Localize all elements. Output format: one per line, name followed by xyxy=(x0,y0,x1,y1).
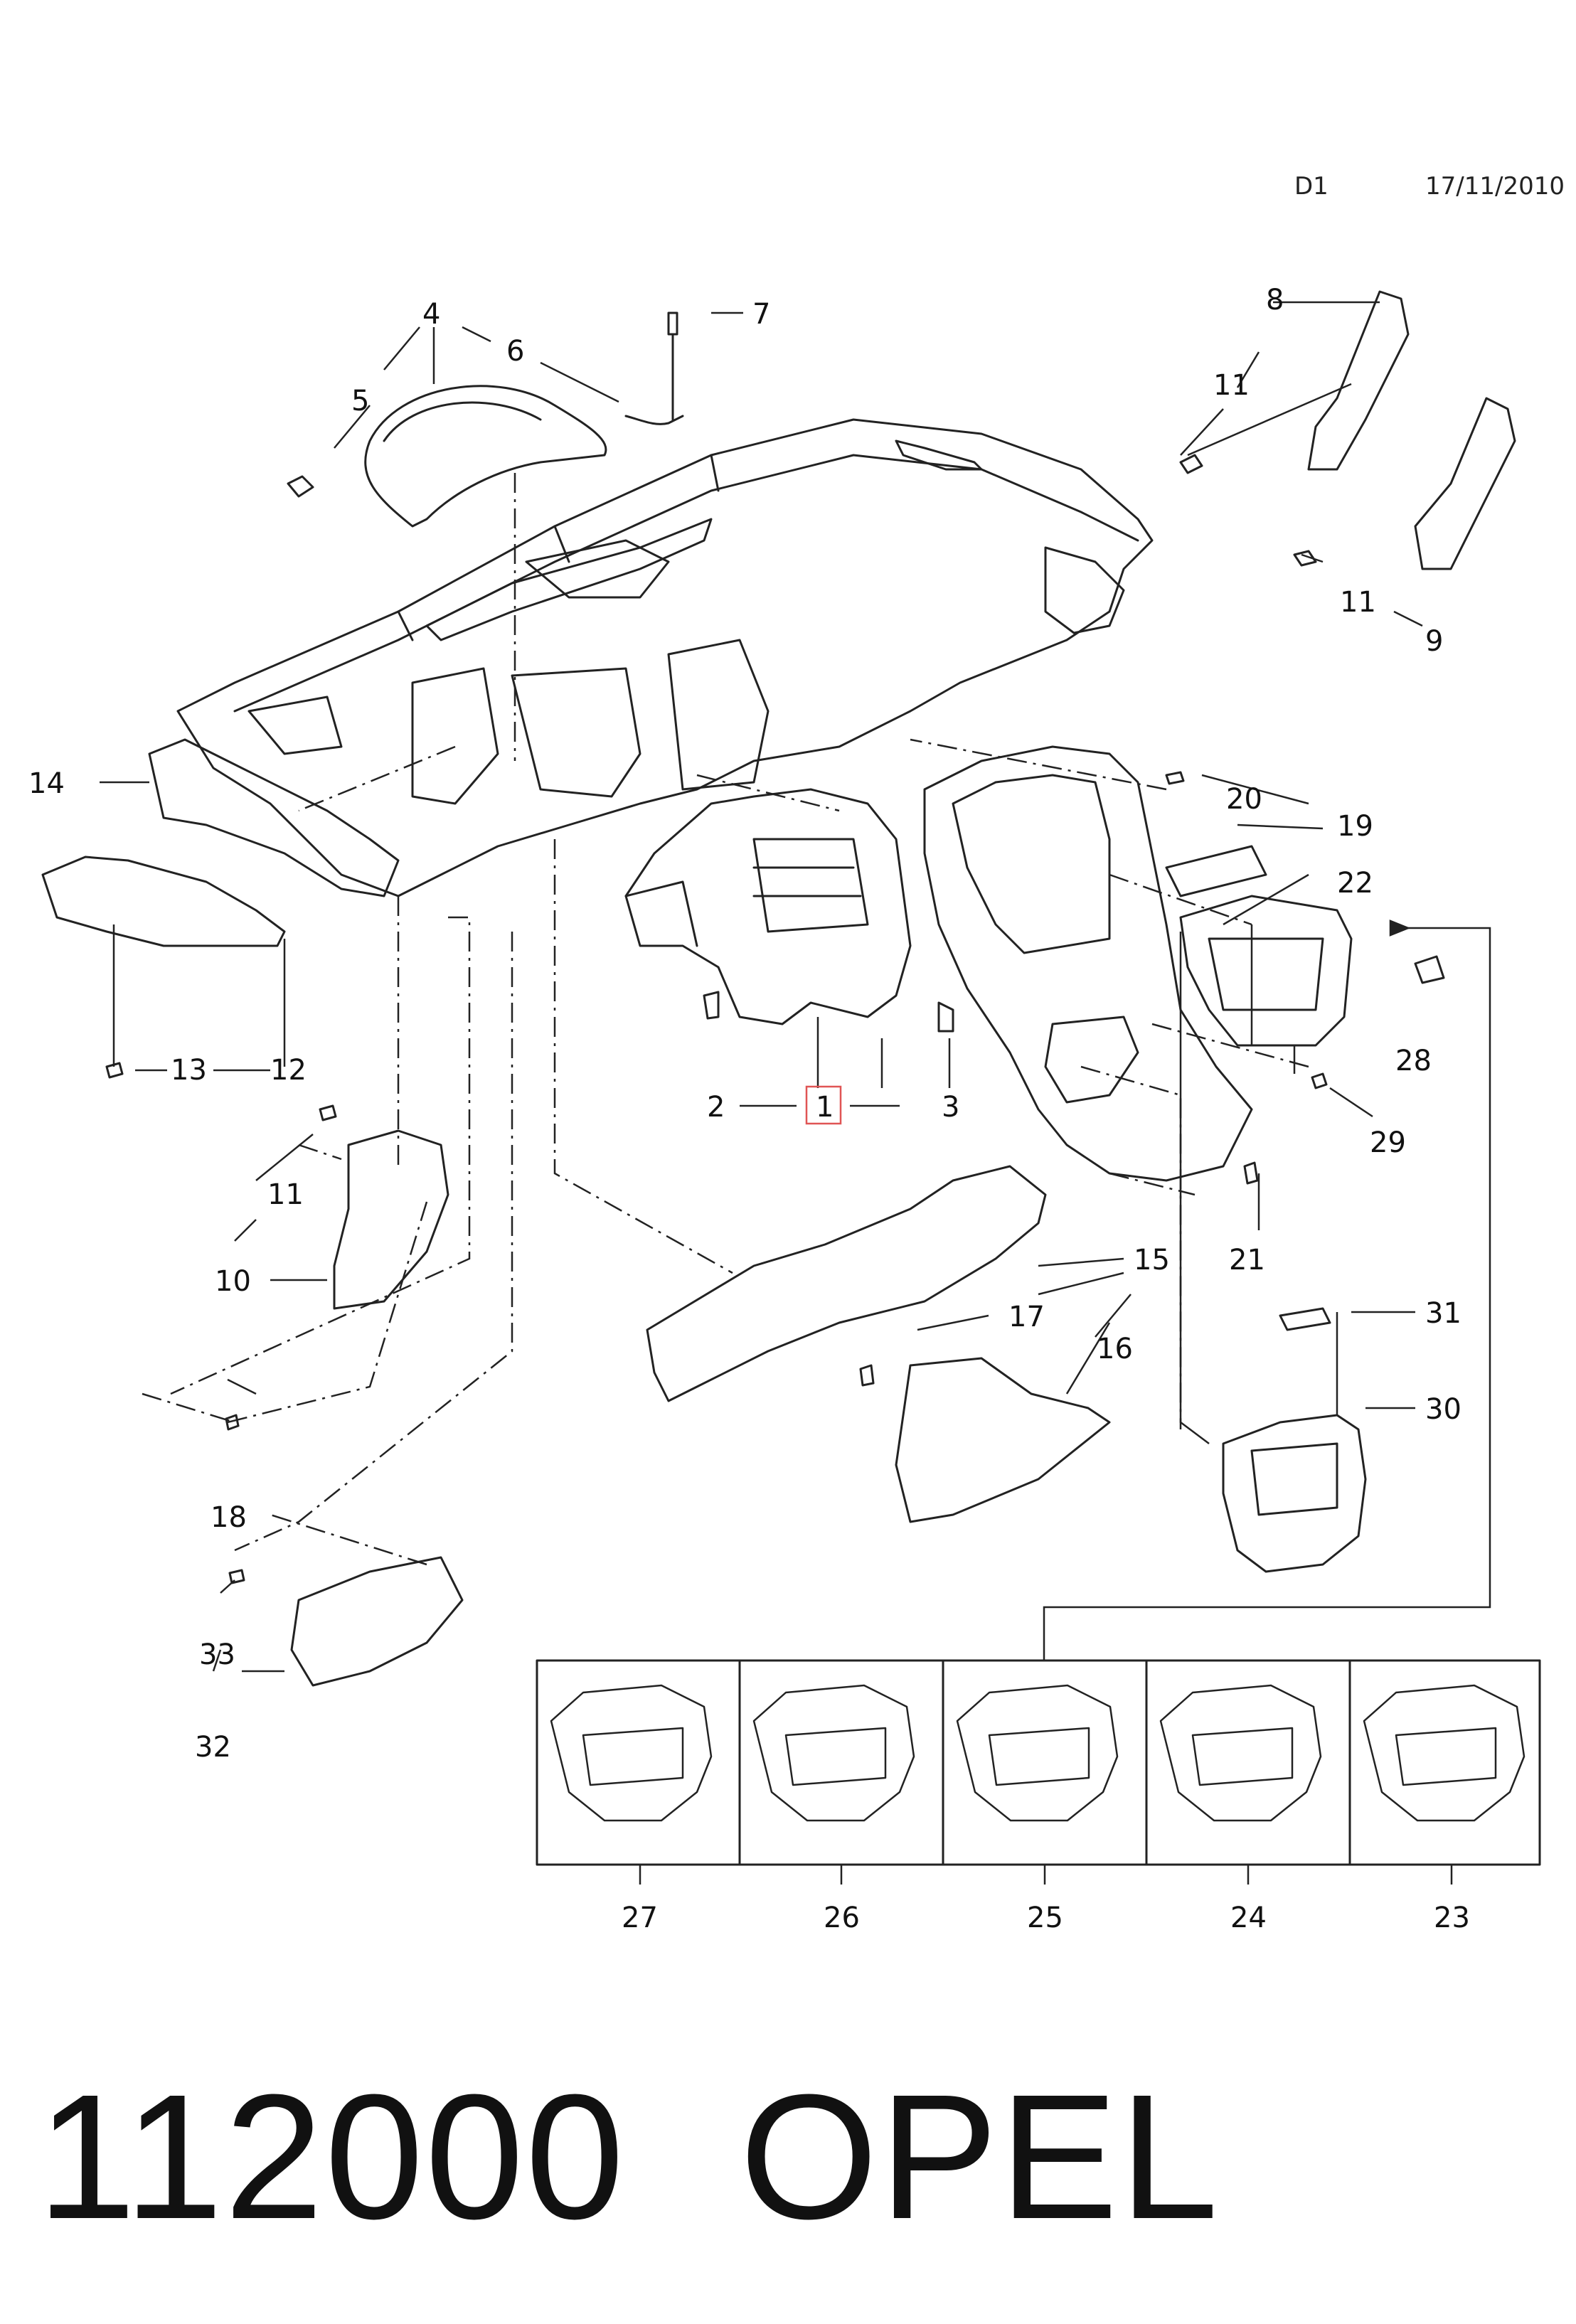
callout-15: 15 xyxy=(1134,1244,1170,1276)
left-side-panels xyxy=(41,738,400,947)
clips-and-screws xyxy=(105,771,1259,1584)
callout-8: 8 xyxy=(1266,284,1284,316)
lower-brackets xyxy=(646,1165,1111,1523)
callout-7: 7 xyxy=(752,298,770,331)
callout-2: 2 xyxy=(707,1091,725,1124)
callout-labels: 4 6 7 5 8 11 11 9 14 20 19 22 28 13 12 2… xyxy=(28,284,1470,1934)
variant-box-frame xyxy=(536,1659,1541,1866)
callout-13: 13 xyxy=(171,1054,207,1087)
callout-4: 4 xyxy=(422,298,440,331)
callout-30: 30 xyxy=(1425,1393,1461,1426)
leader-lines xyxy=(100,301,1491,1885)
callout-17: 17 xyxy=(1008,1301,1045,1333)
callout-28: 28 xyxy=(1395,1045,1432,1077)
callout-16: 16 xyxy=(1097,1333,1133,1365)
knee-panel-ducts xyxy=(290,1129,464,1687)
callout-6: 6 xyxy=(506,335,524,368)
part-number: 112000 xyxy=(37,2057,626,2256)
callout-9: 9 xyxy=(1425,625,1443,658)
cluster-hood xyxy=(364,385,607,528)
dashboard-panel xyxy=(176,418,1154,897)
callout-31: 31 xyxy=(1425,1297,1461,1330)
alignment-lines xyxy=(142,473,1309,1566)
callout-10: 10 xyxy=(215,1265,251,1298)
callout-1: 1 xyxy=(816,1091,834,1124)
callout-29: 29 xyxy=(1370,1126,1406,1159)
callout-3: 3 xyxy=(942,1091,959,1124)
callout-12: 12 xyxy=(270,1054,307,1087)
sheet-date: 17/11/2010 xyxy=(1425,172,1565,201)
variant-label-25: 25 xyxy=(1027,1902,1063,1934)
center-carrier xyxy=(624,788,954,1033)
sheet-code: D1 xyxy=(1294,172,1329,201)
variant-label-26: 26 xyxy=(824,1902,860,1934)
variant-label-27: 27 xyxy=(622,1902,658,1934)
variant-label-24: 24 xyxy=(1230,1902,1267,1934)
radio-unit xyxy=(1165,845,1445,1089)
side-vent-trims xyxy=(1179,290,1516,570)
callout-11-top: 11 xyxy=(1213,369,1250,402)
callout-11-right: 11 xyxy=(1340,586,1376,619)
variant-label-23: 23 xyxy=(1434,1902,1470,1934)
callout-22: 22 xyxy=(1337,867,1373,900)
variant-radio-drawings xyxy=(550,1684,1526,1822)
callout-11-left: 11 xyxy=(267,1178,304,1211)
callout-32: 32 xyxy=(195,1731,231,1764)
callout-20: 20 xyxy=(1226,783,1262,816)
center-console-trim xyxy=(923,745,1253,1182)
callout-33: 33 xyxy=(199,1638,235,1671)
callout-1-highlight: 1 xyxy=(805,1085,842,1125)
switch-panel xyxy=(1222,1307,1367,1573)
callout-5: 5 xyxy=(351,385,369,417)
callout-14: 14 xyxy=(28,767,65,800)
callout-19: 19 xyxy=(1337,810,1373,843)
brand-name: OPEL xyxy=(740,2057,1220,2256)
callout-18: 18 xyxy=(211,1501,247,1534)
callout-21: 21 xyxy=(1229,1244,1265,1276)
small-fasteners xyxy=(287,311,684,498)
